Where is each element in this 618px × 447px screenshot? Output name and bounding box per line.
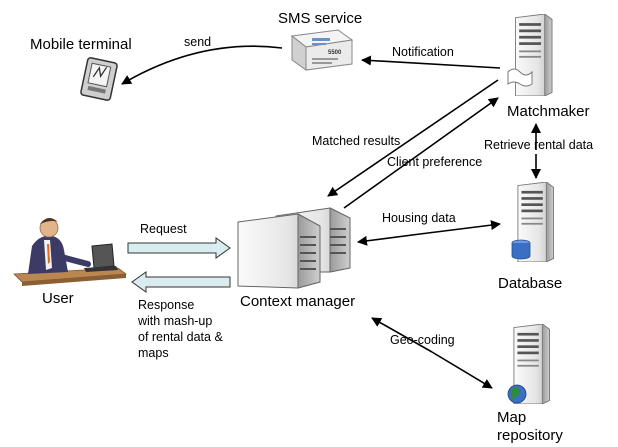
edge-request bbox=[127, 237, 231, 259]
edge-response bbox=[131, 271, 231, 293]
sms-service-icon: 5500 bbox=[290, 29, 354, 71]
edge-response-label-line1: Response bbox=[138, 298, 194, 312]
user-label: User bbox=[42, 290, 74, 307]
database-server-icon bbox=[511, 182, 554, 262]
mobile-terminal-icon bbox=[80, 57, 118, 101]
matchmaker-label: Matchmaker bbox=[507, 103, 590, 120]
edge-housing-data bbox=[357, 220, 501, 246]
context-manager-label: Context manager bbox=[240, 293, 355, 310]
edge-response-label-line3: of rental data & bbox=[138, 330, 223, 344]
edge-housing-data-label: Housing data bbox=[382, 211, 456, 225]
edge-request-label: Request bbox=[140, 222, 187, 236]
sms-box-text: 5500 bbox=[328, 50, 342, 56]
edge-client-preference-label: Client preference bbox=[387, 155, 482, 169]
database-label: Database bbox=[498, 275, 562, 292]
edge-retrieve-rental-data-label: Retrieve rental data bbox=[484, 138, 593, 152]
user-at-desk-icon bbox=[13, 217, 128, 286]
map-repository-label-line2: repository bbox=[497, 427, 563, 444]
matchmaker-server-icon bbox=[507, 14, 553, 96]
context-manager-servers-icon bbox=[237, 207, 351, 289]
map-repository-label-line1: Map bbox=[497, 409, 526, 426]
mobile-terminal-label: Mobile terminal bbox=[30, 36, 132, 53]
edge-notification bbox=[361, 55, 501, 69]
edge-response-label-line2: with mash-up bbox=[137, 314, 212, 328]
edge-geo-coding-label: Geo-coding bbox=[390, 333, 455, 347]
edge-matched-results-label: Matched results bbox=[312, 134, 400, 148]
map-repository-server-icon bbox=[507, 324, 550, 404]
edge-response-label-line4: maps bbox=[138, 346, 169, 360]
edge-send bbox=[121, 45, 283, 85]
edge-send-label: send bbox=[184, 35, 211, 49]
edge-geo-coding bbox=[371, 317, 493, 389]
edge-client-preference bbox=[343, 97, 499, 209]
edge-notification-label: Notification bbox=[392, 45, 454, 59]
sms-service-label: SMS service bbox=[278, 10, 362, 27]
edge-matched-results bbox=[327, 79, 499, 197]
